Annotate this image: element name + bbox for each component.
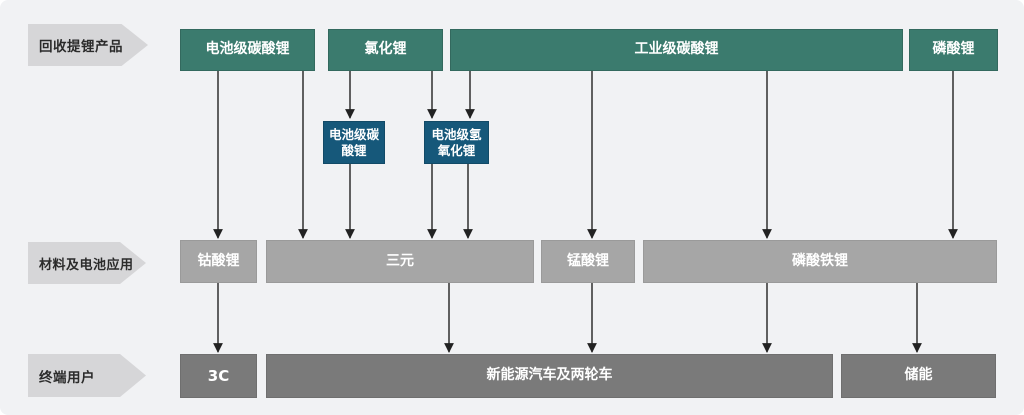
- node-lithium-phosphate: 磷酸锂: [909, 29, 998, 71]
- node-intermediate-battery-grade-lithium-hydroxide: 电池级氢氧化锂: [424, 121, 489, 164]
- node-intermediate-battery-grade-lithium-carbonate: 电池级碳酸锂: [323, 121, 385, 164]
- lane-label-end-users: 终端用户: [28, 354, 146, 397]
- lane-label-recycled-products: 回收提锂产品: [28, 24, 148, 66]
- node-energy-storage: 储能: [841, 354, 996, 398]
- node-3c: 3C: [180, 354, 257, 398]
- node-lithium-iron-phosphate: 磷酸铁锂: [643, 240, 997, 283]
- lane-label-materials-battery-applications: 材料及电池应用: [28, 242, 146, 284]
- node-lithium-manganate: 锰酸锂: [541, 240, 635, 283]
- node-industrial-grade-lithium-carbonate: 工业级碳酸锂: [450, 29, 903, 71]
- node-lithium-cobalt-oxide: 钴酸锂: [180, 240, 257, 283]
- node-new-energy-vehicles-and-two-wheelers: 新能源汽车及两轮车: [266, 354, 833, 398]
- node-lithium-chloride: 氯化锂: [328, 29, 443, 71]
- node-ternary: 三元: [266, 240, 534, 283]
- node-battery-grade-lithium-carbonate: 电池级碳酸锂: [180, 29, 315, 71]
